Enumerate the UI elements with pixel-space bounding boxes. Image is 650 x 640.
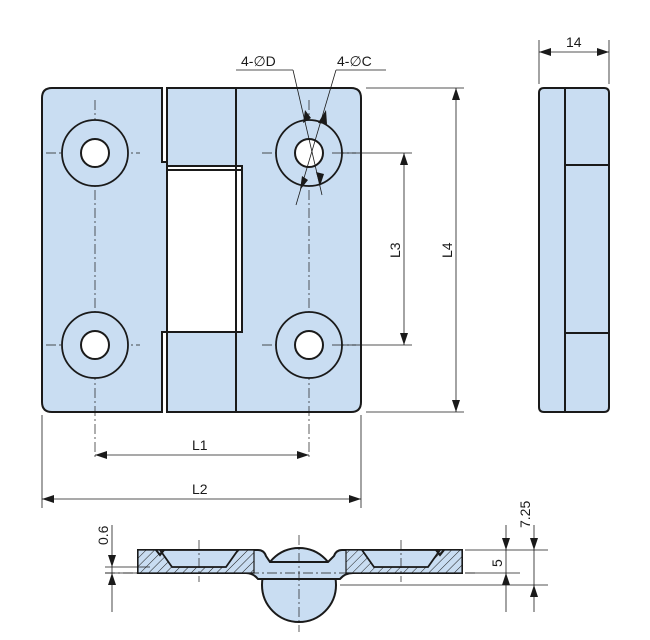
label-diameter-c: 4-∅C xyxy=(337,53,372,69)
label-width: 14 xyxy=(566,34,582,50)
label-gap: 0.6 xyxy=(95,525,111,545)
label-height-total: 7.25 xyxy=(517,501,533,528)
section-view: 0.6 7.25 5 xyxy=(95,501,548,632)
hole-bottom-right xyxy=(275,311,343,379)
label-l1: L1 xyxy=(192,437,208,453)
label-l4: L4 xyxy=(439,242,455,258)
hole-top-left xyxy=(61,119,129,187)
label-l3: L3 xyxy=(387,242,403,258)
label-thickness: 5 xyxy=(489,559,505,567)
label-l2: L2 xyxy=(192,481,208,497)
front-view: 4-∅D 4-∅C L3 L4 L1 L2 xyxy=(41,53,464,508)
hole-bottom-left xyxy=(61,311,129,379)
label-diameter-d: 4-∅D xyxy=(241,53,276,69)
side-view: 14 xyxy=(538,34,610,413)
